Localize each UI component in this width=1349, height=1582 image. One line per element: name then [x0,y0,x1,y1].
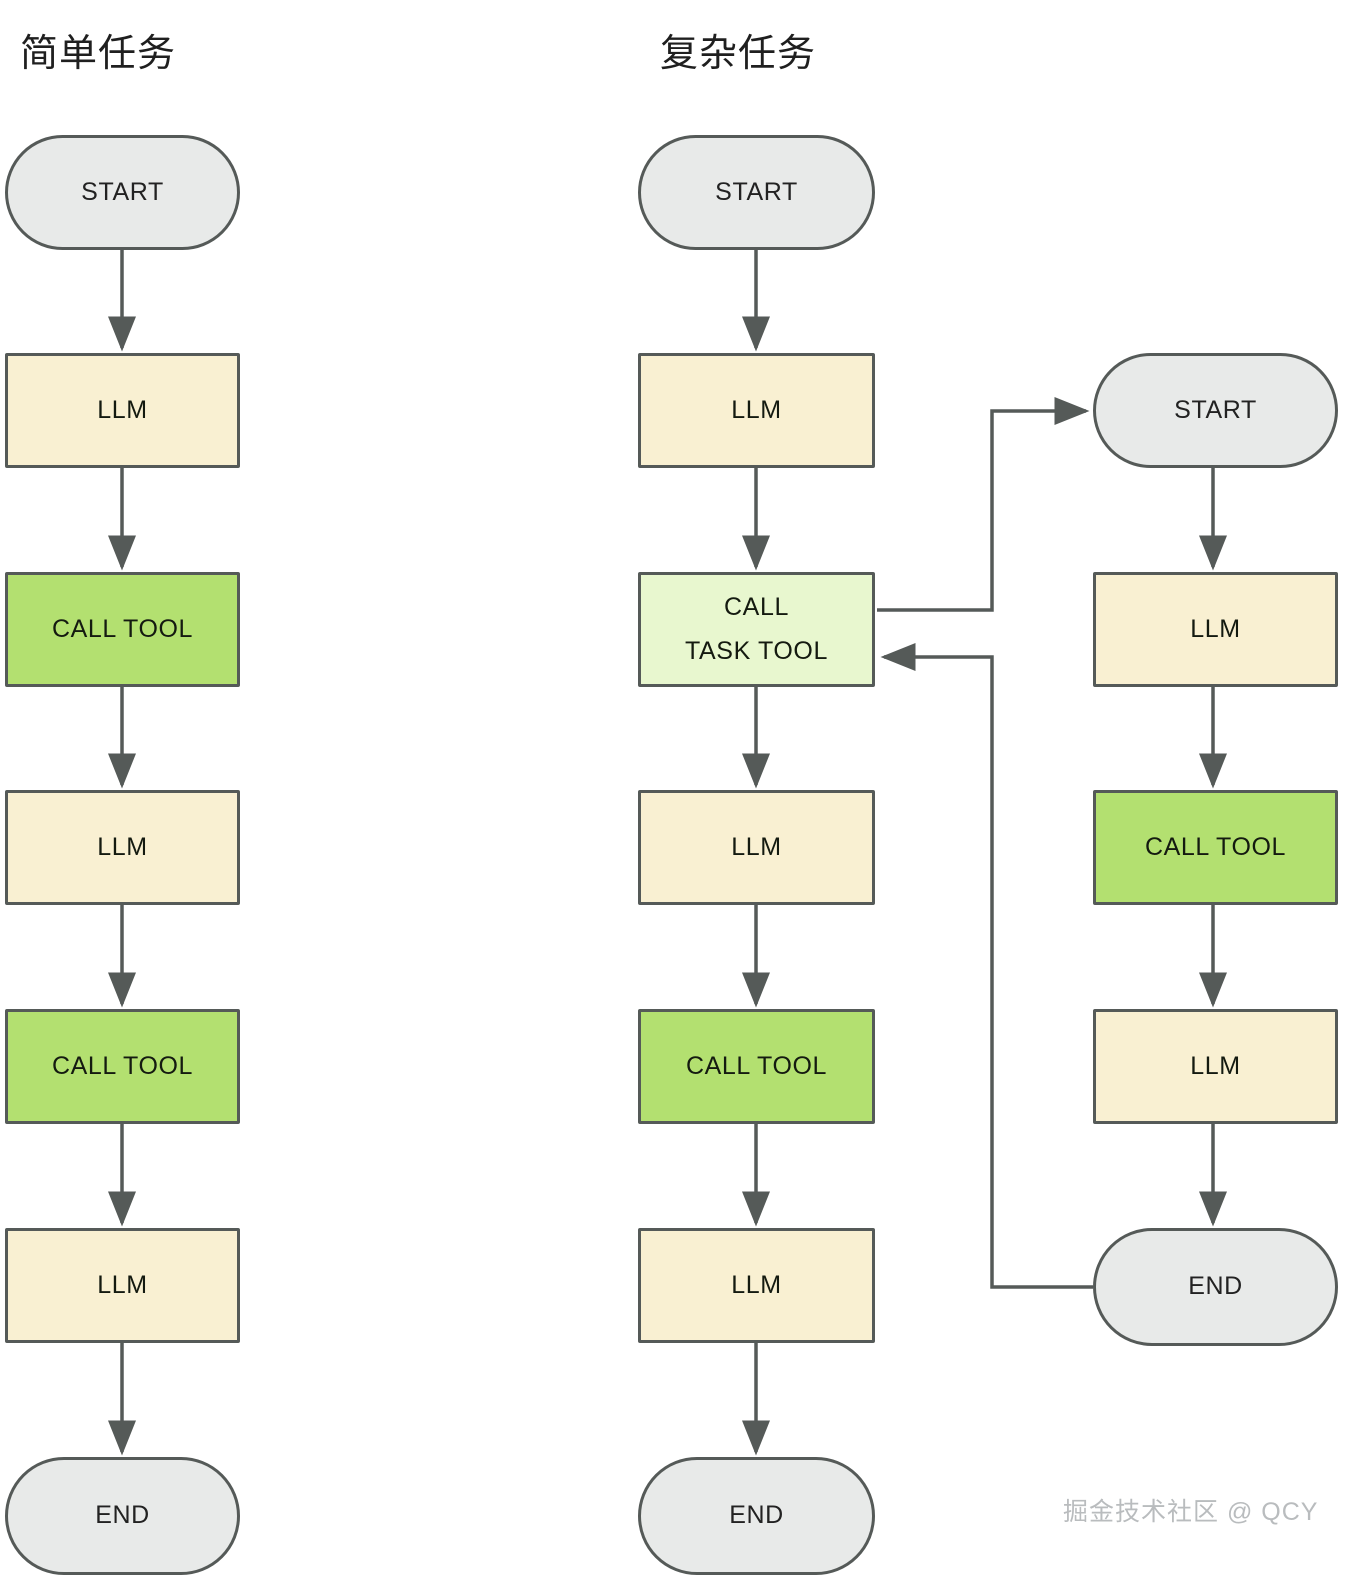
node-complex-end[interactable]: END [638,1457,875,1575]
node-complex-call-tool-1[interactable]: CALL TOOL [638,1009,875,1124]
node-simple-end[interactable]: END [5,1457,240,1575]
node-label: LLM [1190,1051,1241,1080]
node-simple-call-tool-1[interactable]: CALL TOOL [5,572,240,687]
node-label: LLM [731,395,782,424]
node-complex-start[interactable]: START [638,135,875,250]
node-label: LLM [731,1270,782,1299]
node-label: LLM [97,1270,148,1299]
node-simple-start[interactable]: START [5,135,240,250]
node-label: LLM [97,832,148,861]
node-sub-call-tool-1[interactable]: CALL TOOL [1093,790,1338,905]
node-label: END [729,1501,784,1530]
node-label: CALL TOOL [51,1051,194,1080]
node-label-line2: TASK TOOL [685,636,828,665]
node-simple-call-tool-2[interactable]: CALL TOOL [5,1009,240,1124]
watermark: 掘金技术社区 @ QCY [1063,1498,1319,1526]
node-label: LLM [731,832,782,861]
node-complex-llm-3[interactable]: LLM [638,1228,875,1343]
node-label: CALL [724,592,789,621]
node-simple-llm-1[interactable]: LLM [5,353,240,468]
node-complex-llm-1[interactable]: LLM [638,353,875,468]
node-complex-call-task-tool[interactable]: CALL TASK TOOL [638,572,875,687]
node-label: LLM [1190,614,1241,643]
node-sub-end[interactable]: END [1093,1228,1338,1346]
node-label: LLM [97,395,148,424]
edge-subend-to-tasktool [880,643,1093,1289]
node-label: START [81,177,164,206]
node-label: CALL TOOL [1144,832,1287,861]
node-simple-llm-3[interactable]: LLM [5,1228,240,1343]
column-title-simple: 简单任务 [20,33,177,75]
node-label: START [715,177,798,206]
node-label: CALL TOOL [685,1051,828,1080]
node-label: END [95,1501,150,1530]
edge-tasktool-to-substart [877,397,1090,612]
node-sub-start[interactable]: START [1093,353,1338,468]
node-sub-llm-2[interactable]: LLM [1093,1009,1338,1124]
node-label: CALL TOOL [51,614,194,643]
node-sub-llm-1[interactable]: LLM [1093,572,1338,687]
node-label: END [1188,1272,1243,1301]
node-label: START [1174,395,1257,424]
node-complex-llm-2[interactable]: LLM [638,790,875,905]
node-simple-llm-2[interactable]: LLM [5,790,240,905]
column-title-complex: 复杂任务 [660,33,817,75]
